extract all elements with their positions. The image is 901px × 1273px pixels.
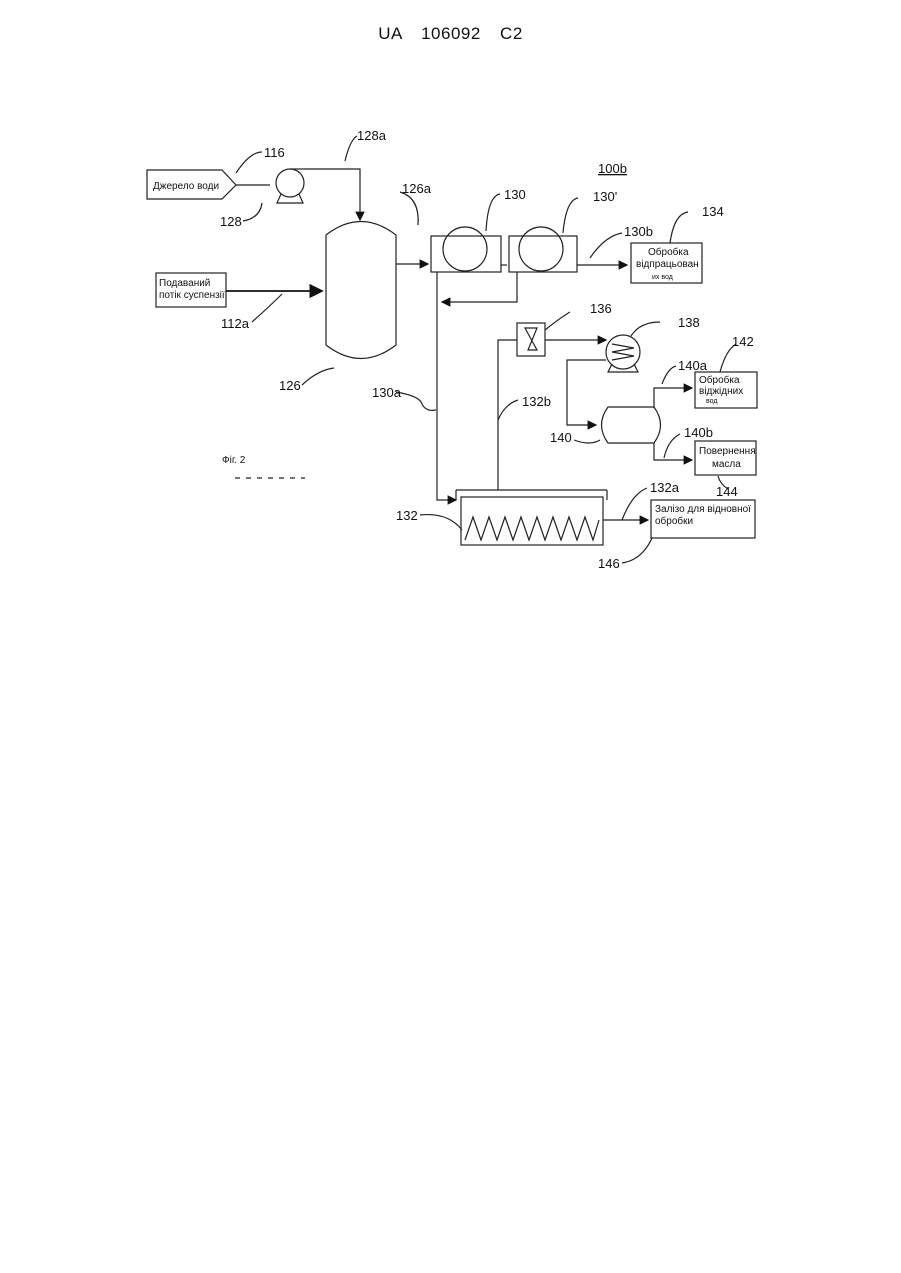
- filter-136-symbol: [525, 328, 537, 350]
- ref-116: 116: [264, 145, 285, 160]
- leader-146: [622, 538, 652, 563]
- sewage-line1: Обробка: [699, 374, 740, 386]
- leader-132: [420, 515, 462, 530]
- leader-136: [545, 312, 570, 330]
- ref-128: 128: [220, 214, 242, 229]
- leader-116: [236, 152, 262, 173]
- pump-128-base: [277, 194, 303, 203]
- leader-140b: [664, 434, 680, 458]
- line-to-140: [567, 360, 606, 425]
- sewage-line2: віджідних: [699, 386, 743, 397]
- oil-line1: Повернення: [699, 446, 756, 457]
- ref-132: 132: [396, 508, 418, 523]
- leader-130p: [563, 198, 578, 233]
- ref-142: 142: [732, 334, 754, 349]
- waste-line2: відпрацьован: [636, 259, 699, 270]
- line-128a: [304, 169, 360, 220]
- ref-140b: 140b: [684, 425, 713, 440]
- ref-128a: 128a: [357, 128, 387, 143]
- leader-128a: [345, 136, 357, 161]
- vessel-126: [326, 222, 396, 359]
- feed-line1: Подаваний: [159, 278, 210, 289]
- ref-144: 144: [716, 484, 738, 499]
- ref-130p: 130': [593, 189, 617, 204]
- leader-134: [670, 212, 688, 243]
- centrifuge-130: [443, 227, 487, 271]
- leader-126a: [400, 192, 418, 225]
- sewage-line3: вод: [706, 398, 717, 405]
- ref-126a: 126a: [402, 181, 432, 196]
- ref-130a: 130a: [372, 385, 402, 400]
- iron-line1: Залізо для відновної: [655, 504, 751, 515]
- waste-line1: Обробка: [648, 246, 689, 258]
- leader-130: [486, 194, 500, 231]
- ref-130: 130: [504, 187, 526, 202]
- ref-136: 136: [590, 301, 612, 316]
- tank-132-heater-coil: [465, 517, 599, 540]
- separator-140: [602, 407, 661, 443]
- leader-126: [302, 368, 334, 385]
- oil-line2: масла: [712, 459, 741, 470]
- ref-146: 146: [598, 556, 620, 571]
- pump-128: [276, 169, 304, 197]
- leader-128: [243, 203, 262, 221]
- ref-126: 126: [279, 378, 301, 393]
- heat-exchanger-138-coil: [612, 344, 634, 360]
- figure-caption: Фіг. 2: [222, 455, 246, 466]
- waste-line3: их вод: [652, 274, 673, 281]
- ref-130b: 130b: [624, 224, 653, 239]
- centrifuge-130p: [519, 227, 563, 271]
- ref-112a: 112a: [221, 316, 250, 331]
- leader-130b: [590, 233, 622, 258]
- ref-134: 134: [702, 204, 724, 219]
- ref-132a: 132a: [650, 480, 680, 495]
- ref-132b: 132b: [522, 394, 551, 409]
- feed-line2: потік суспензії: [159, 290, 225, 301]
- leader-132a: [622, 488, 647, 520]
- centrifuge-130-housing: [431, 236, 501, 272]
- ref-138: 138: [678, 315, 700, 330]
- line-140b: [654, 443, 692, 460]
- line-130p-return: [442, 272, 517, 302]
- heat-exchanger-138: [606, 335, 640, 369]
- leader-140: [574, 440, 600, 443]
- leader-138: [631, 322, 660, 336]
- water-source-label: Джерело води: [153, 181, 219, 192]
- leader-130a: [396, 392, 436, 410]
- line-130a: [437, 272, 456, 500]
- figure-id-label: 100b: [598, 161, 627, 176]
- line-140a: [654, 388, 692, 408]
- leader-112a: [252, 294, 282, 322]
- leader-140a: [662, 366, 676, 384]
- iron-line2: обробки: [655, 515, 693, 527]
- ref-140a: 140a: [678, 358, 708, 373]
- ref-140: 140: [550, 430, 572, 445]
- leader-132b: [498, 400, 518, 420]
